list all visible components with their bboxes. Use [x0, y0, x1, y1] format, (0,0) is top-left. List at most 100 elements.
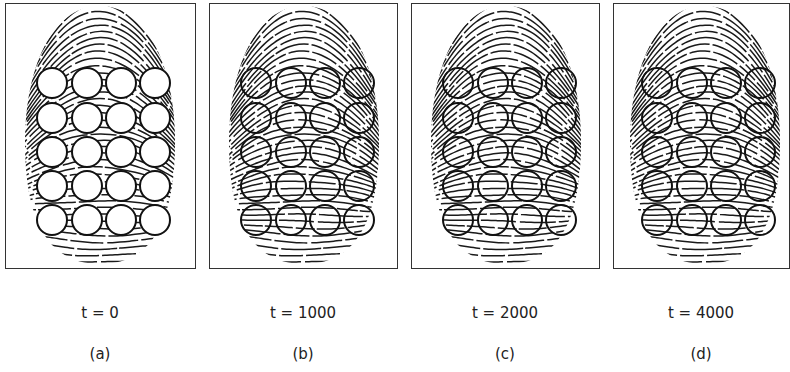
sample-circle [72, 103, 102, 133]
fingerprint-panel [6, 4, 196, 269]
sample-circle [72, 171, 102, 201]
sample-circle [106, 137, 136, 167]
sample-circle [37, 103, 67, 133]
ridge-line [421, 66, 591, 138]
sample-circle [72, 205, 102, 235]
sample-circle [711, 171, 741, 201]
sample-circle [310, 137, 340, 167]
fingerprint-panel [210, 4, 398, 269]
sample-circle [677, 171, 707, 201]
sample-circle [546, 103, 576, 133]
sample-circle [642, 103, 672, 133]
ridge-line [219, 51, 389, 130]
sample-circle [677, 68, 707, 98]
sample-circle [37, 205, 67, 235]
sample-circle [344, 103, 374, 133]
time-label: t = 2000 [472, 304, 538, 322]
sample-grid [241, 68, 374, 235]
ridge-line [219, 66, 389, 138]
panel-frame [210, 4, 398, 269]
sample-circle [478, 205, 508, 235]
sample-circle [276, 205, 306, 235]
sample-circle [478, 171, 508, 201]
panel-frame [614, 4, 790, 269]
sample-circle [140, 171, 170, 201]
sample-circle [443, 205, 473, 235]
sample-circle [745, 171, 775, 201]
time-label: t = 1000 [270, 304, 336, 322]
sample-circle [478, 68, 508, 98]
sample-circle [106, 68, 136, 98]
sample-circle [478, 103, 508, 133]
ridge-line [219, 252, 389, 262]
sample-circle [478, 137, 508, 167]
sample-circle [140, 103, 170, 133]
sample-circle [276, 68, 306, 98]
panel-letter: (d) [690, 345, 711, 363]
ridge-line [421, 252, 591, 262]
ridge-line [620, 239, 790, 250]
sample-circle [546, 137, 576, 167]
ridge-lines [620, 4, 790, 269]
ridge-line [15, 66, 185, 138]
ridge-line [219, 218, 389, 223]
sample-circle [443, 171, 473, 201]
time-label: t = 0 [81, 304, 119, 322]
sample-circle [546, 205, 576, 235]
sample-circle [745, 205, 775, 235]
sample-circle [745, 103, 775, 133]
sample-circle [677, 137, 707, 167]
ridge-lines [15, 4, 185, 269]
sample-circle [711, 137, 741, 167]
sample-circle [443, 68, 473, 98]
sample-circle [241, 205, 271, 235]
ridge-line [15, 58, 185, 134]
ridge-line [219, 259, 389, 268]
ridge-line [15, 239, 185, 250]
panel-frame [6, 4, 196, 269]
sample-grid [443, 68, 576, 235]
sample-circle [106, 205, 136, 235]
ridge-line [620, 259, 790, 268]
ridge-line [620, 66, 790, 138]
sample-circle [241, 68, 271, 98]
ridge-line [620, 245, 790, 256]
sample-circle [677, 205, 707, 235]
sample-circle [344, 68, 374, 98]
sample-circle [140, 205, 170, 235]
ridge-line [620, 252, 790, 262]
sample-circle [310, 171, 340, 201]
sample-circle [310, 68, 340, 98]
sample-circle [344, 205, 374, 235]
sample-circle [276, 137, 306, 167]
ridge-line [15, 252, 185, 262]
sample-circle [310, 103, 340, 133]
sample-circle [512, 205, 542, 235]
ridge-line [620, 51, 790, 130]
ridge-line [421, 218, 591, 223]
ridge-lines [421, 4, 591, 269]
sample-circle [711, 68, 741, 98]
sample-circle [443, 137, 473, 167]
panel-frame [412, 4, 600, 269]
sample-circle [106, 103, 136, 133]
sample-circle [546, 68, 576, 98]
sample-circle [241, 171, 271, 201]
sample-circle [72, 68, 102, 98]
ridge-line [620, 218, 790, 223]
sample-circle [512, 103, 542, 133]
sample-circle [37, 68, 67, 98]
sample-circle [512, 171, 542, 201]
panel-letter: (a) [90, 345, 111, 363]
sample-circle [140, 137, 170, 167]
ridge-line [421, 51, 591, 130]
sample-circle [677, 103, 707, 133]
sample-circle [37, 137, 67, 167]
sample-circle [140, 68, 170, 98]
sample-circle [276, 171, 306, 201]
ridge-lines [219, 4, 389, 269]
sample-circle [241, 103, 271, 133]
ridge-line [15, 245, 185, 256]
sample-circle [310, 205, 340, 235]
